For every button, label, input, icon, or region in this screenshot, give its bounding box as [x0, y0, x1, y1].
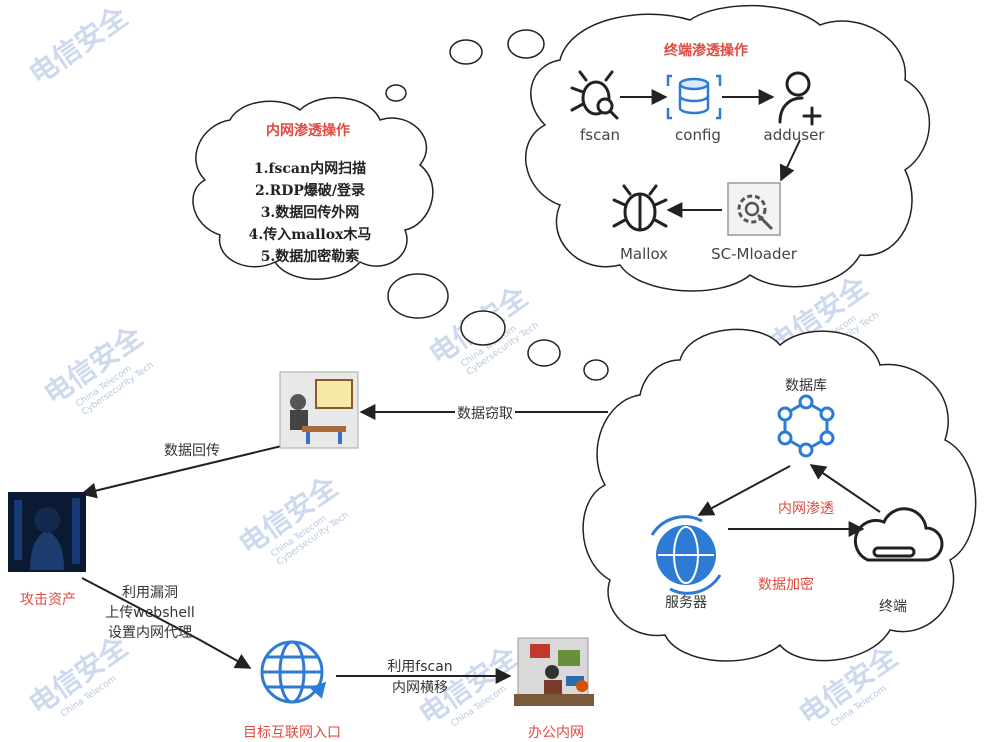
- thought-bubble: [387, 273, 449, 319]
- intranet-step: 5.数据加密勒索: [260, 249, 360, 265]
- arrow-adduser-scmloader: [779, 139, 801, 182]
- bug-icon: [612, 184, 668, 232]
- data-return-label: 数据回传: [164, 443, 220, 459]
- office-label: 办公内网: [528, 725, 584, 741]
- endpoint-label: 终端: [879, 599, 907, 615]
- arrow-database-server: [697, 465, 791, 516]
- terminal-ops-title: 终端渗透操作: [664, 43, 748, 59]
- arrow-exploit: [81, 577, 252, 669]
- intranet-ops-title: 内网渗透操作: [266, 123, 350, 139]
- target-entry-label: 目标互联网入口: [243, 725, 341, 741]
- thought-bubble: [385, 84, 407, 102]
- victim-cloud: [582, 328, 977, 662]
- exploit-label: 上传webshell: [105, 605, 195, 621]
- database-label: 数据库: [785, 378, 827, 394]
- exploit-label: 利用漏洞: [122, 585, 178, 601]
- arrow-endpoint-database: [809, 464, 881, 513]
- config-label: config: [675, 126, 721, 144]
- data-theft-label: 数据窃取: [455, 403, 515, 423]
- intranet-pen-label: 内网渗透: [778, 501, 834, 517]
- fscan-label: fscan: [579, 126, 621, 144]
- intranet-step: 1.fscan内网扫描: [253, 161, 367, 177]
- intranet-step: 4.传入mallox木马: [248, 227, 372, 243]
- globe-icon: [260, 640, 327, 704]
- fscan-lateral-label: 内网横移: [392, 680, 448, 696]
- mallox-label: Mallox: [619, 245, 669, 263]
- hacker-computer-icon: [279, 371, 359, 449]
- fscan-lateral-label: 利用fscan: [387, 659, 453, 675]
- thought-bubble: [527, 339, 561, 367]
- bug-search-icon: [570, 70, 619, 120]
- cloud-device-icon: [853, 507, 944, 562]
- attacker-label: 攻击资产: [20, 592, 76, 608]
- thought-bubble: [507, 29, 545, 59]
- intranet-cloud: [192, 97, 434, 280]
- data-encrypt-label: 数据加密: [758, 577, 814, 593]
- database-scan-icon: [666, 74, 722, 120]
- thought-bubble: [583, 359, 609, 381]
- gear-tool-icon: [727, 182, 781, 236]
- intranet-step: 3.数据回传外网: [260, 205, 360, 221]
- office-desk-icon: [514, 637, 594, 706]
- thought-bubble: [449, 39, 483, 65]
- adduser-label: adduser: [763, 126, 825, 144]
- server-label: 服务器: [665, 595, 707, 611]
- database-network-icon: [777, 394, 835, 458]
- scmloader-label: SC-Mloader: [711, 245, 797, 263]
- thought-bubble: [460, 310, 506, 346]
- intranet-step: 2.RDP爆破/登录: [254, 183, 366, 199]
- arrow-data-return: [80, 443, 291, 499]
- attacker-hooded-icon: [8, 492, 86, 572]
- add-user-icon: [778, 71, 822, 126]
- exploit-label: 设置内网代理: [108, 625, 192, 641]
- server-globe-icon: [650, 515, 722, 595]
